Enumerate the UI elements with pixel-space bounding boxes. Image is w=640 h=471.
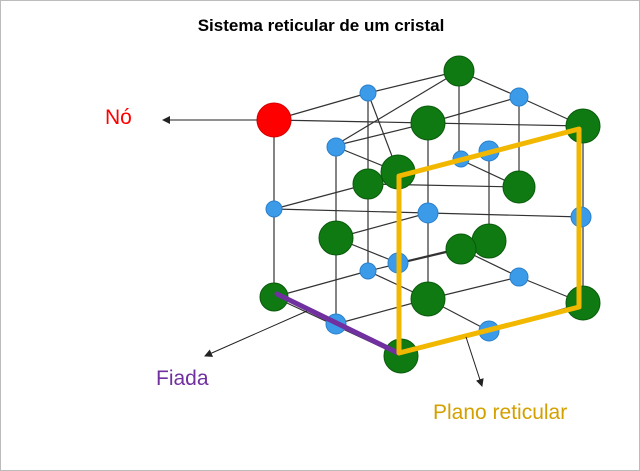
large-atom	[410, 105, 446, 141]
large-atoms	[259, 55, 601, 374]
large-atom	[565, 108, 601, 144]
large-atom	[565, 285, 601, 321]
large-atom	[318, 220, 354, 256]
plane-pointer-arrow	[465, 336, 484, 387]
small-atom	[265, 200, 283, 218]
large-atom	[445, 233, 477, 265]
small-atom	[509, 267, 529, 287]
small-atom	[509, 87, 529, 107]
node-label: Nó	[105, 106, 132, 129]
large-atom	[471, 223, 507, 259]
large-atom	[443, 55, 475, 87]
large-atom	[352, 168, 384, 200]
pointer-arrows	[162, 116, 484, 387]
plane-highlight	[396, 126, 582, 356]
plane-label: Plano reticular	[433, 401, 568, 424]
large-atom	[410, 281, 446, 317]
small-atom	[359, 262, 377, 280]
highlighted-node	[256, 102, 292, 138]
small-atom	[359, 84, 377, 102]
row-pointer-arrow	[204, 310, 308, 357]
diagram-title: Sistema reticular de um cristal	[197, 16, 445, 35]
row-label: Fiada	[156, 367, 209, 390]
large-atom	[502, 170, 536, 204]
small-atom	[326, 137, 346, 157]
row-highlight	[274, 291, 401, 356]
small-atom	[417, 202, 439, 224]
